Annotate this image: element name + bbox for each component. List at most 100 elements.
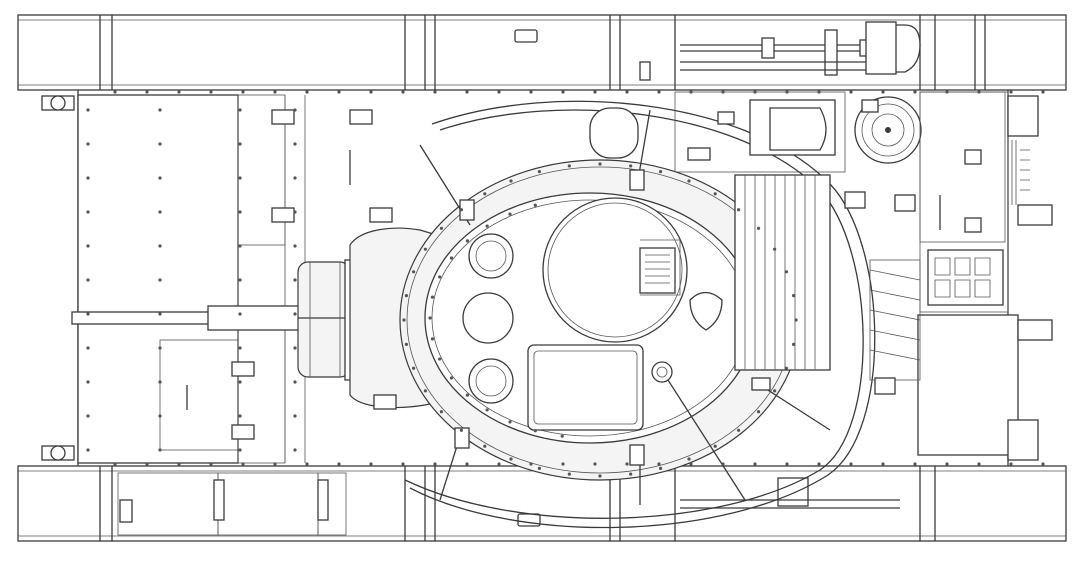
rivet [598, 162, 602, 166]
rivet [849, 462, 853, 466]
rivet [209, 462, 213, 466]
rivet [465, 462, 469, 466]
rivet [86, 414, 90, 418]
rivet [238, 346, 242, 350]
rivet [158, 244, 162, 248]
rivet [449, 256, 454, 260]
rivet [177, 90, 181, 94]
rivet [1041, 90, 1045, 94]
rivet [158, 414, 162, 418]
rivet [238, 448, 242, 452]
rivet [86, 312, 90, 316]
rivet [465, 90, 469, 94]
rivet [785, 90, 789, 94]
rivet [567, 472, 571, 476]
track-chain [1011, 140, 1030, 205]
right-track-guard [17, 465, 1067, 542]
rivet [657, 90, 661, 94]
rivet [305, 462, 309, 466]
rivet [293, 448, 297, 452]
gun-barrel [71, 311, 213, 325]
rivet [158, 278, 162, 282]
rivet [439, 226, 444, 230]
rivet [86, 176, 90, 180]
rivet [483, 444, 487, 448]
rivet [238, 210, 242, 214]
rivet [369, 462, 373, 466]
rivet [158, 346, 162, 350]
rivet [529, 90, 533, 94]
rivet [459, 428, 464, 432]
rivet [508, 420, 512, 424]
rivet [430, 337, 435, 341]
rivet [713, 444, 717, 448]
rivet [293, 312, 297, 316]
rivet [459, 208, 464, 212]
rivet [794, 318, 798, 322]
rivet [404, 293, 409, 298]
rivet [337, 462, 341, 466]
rivet [537, 170, 542, 174]
rivet [756, 226, 761, 230]
rivet [238, 142, 242, 146]
rivet [86, 244, 90, 248]
rivet [533, 429, 537, 433]
rivet [145, 462, 149, 466]
rivet [86, 346, 90, 350]
rivet [497, 462, 501, 466]
radiator-grille [734, 174, 831, 371]
rivet [567, 164, 571, 168]
rivet [86, 210, 90, 214]
rivet [977, 462, 981, 466]
rivet [404, 342, 409, 347]
rivet [1009, 90, 1013, 94]
rear-hull-plate [917, 314, 1019, 456]
rivet [423, 389, 427, 393]
rivet [689, 90, 693, 94]
rivet [817, 90, 821, 94]
rivet [483, 192, 487, 196]
rivet [337, 90, 341, 94]
rivet [687, 457, 691, 461]
rivet [817, 462, 821, 466]
rivet [945, 90, 949, 94]
rivet [977, 90, 981, 94]
rear-hatch-plate [919, 91, 1006, 243]
rivet [241, 462, 245, 466]
rivet [113, 462, 117, 466]
rivet [401, 462, 405, 466]
rivet [1009, 462, 1013, 466]
driver-plate [159, 339, 239, 451]
rivet [293, 176, 297, 180]
rivet [86, 278, 90, 282]
rivet [773, 389, 777, 393]
rivet [158, 448, 162, 452]
tow-bracket-plate [927, 249, 1004, 306]
rivet [687, 179, 691, 183]
rivet [713, 192, 717, 196]
rivet [158, 380, 162, 384]
rivet [773, 247, 777, 251]
turret [349, 100, 876, 529]
rivet [658, 466, 663, 470]
rivet [465, 393, 470, 397]
rivet [238, 278, 242, 282]
rivet [238, 380, 242, 384]
hull-panel-front-left [237, 94, 286, 246]
engine-deck [589, 91, 1006, 381]
rivet [625, 462, 629, 466]
rivet [913, 462, 917, 466]
rivet [238, 108, 242, 112]
rivet [86, 142, 90, 146]
rivet [438, 275, 442, 279]
rivet [881, 90, 885, 94]
rivet [721, 90, 725, 94]
rivet [433, 90, 437, 94]
rivet [629, 472, 633, 476]
rivet [293, 142, 297, 146]
left-track-guard [17, 14, 1067, 91]
rivet [945, 462, 949, 466]
rivet [529, 462, 533, 466]
rivet [293, 346, 297, 350]
rivet [736, 208, 741, 212]
